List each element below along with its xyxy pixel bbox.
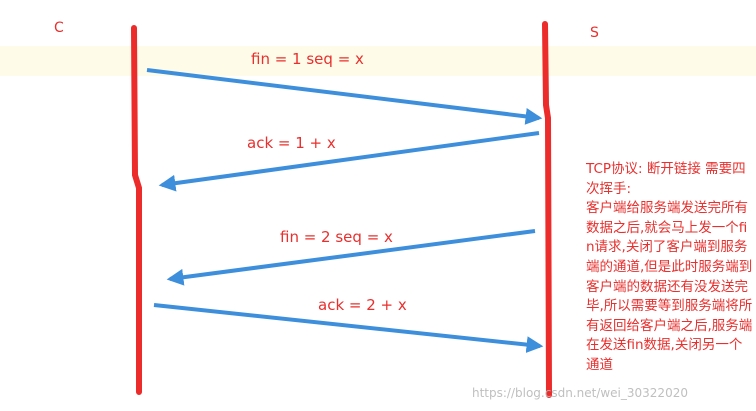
highlight-band	[0, 46, 756, 76]
client-lifeline	[131, 25, 142, 395]
explanation-note: TCP协议: 断开链接 需要四次挥手: 客户端给服务端发送完所有数据之后,就会马…	[586, 160, 754, 376]
client-label: C	[54, 20, 64, 36]
note-body: 客户端给服务端发送完所有数据之后,就会马上发一个fin请求,关闭了客户端到服务端…	[586, 200, 753, 373]
message-label-fin-2: fin = 2 seq = x	[280, 228, 393, 246]
message-label-ack-1: ack = 1 + x	[247, 134, 336, 152]
server-label: S	[590, 25, 599, 41]
message-arrow-ack-2	[153, 303, 544, 353]
server-lifeline	[542, 21, 552, 398]
message-label-ack-2: ack = 2 + x	[318, 296, 407, 314]
note-heading: TCP协议: 断开链接 需要四次挥手:	[586, 161, 746, 197]
message-arrow-fin-1	[146, 68, 543, 125]
message-label-fin-1: fin = 1 seq = x	[251, 50, 364, 68]
watermark: https://blog.csdn.net/wei_30322020	[472, 386, 688, 400]
message-arrow-ack-1	[158, 131, 540, 192]
message-arrow-fin-2	[166, 229, 536, 286]
